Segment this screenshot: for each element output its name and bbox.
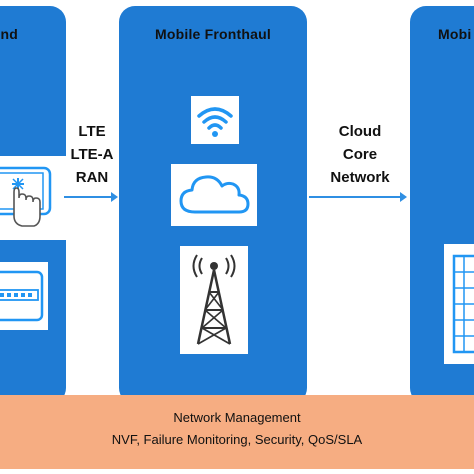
touch-tablet-icon [0, 156, 66, 240]
mobile-fronthaul-column: Mobile Fronthaul [119, 6, 307, 404]
right-column: Mobi [410, 6, 474, 404]
network-management-title: Network Management [173, 410, 301, 425]
cloud-label-line-2: Core [342, 146, 378, 163]
network-management-subtitle: NVF, Failure Monitoring, Security, QoS/S… [111, 432, 363, 447]
network-management-bar: Network Management NVF, Failure Monitori… [0, 395, 474, 469]
cloud-label-line-3: Network [330, 169, 390, 186]
cloud-core-connector-label: Cloud Core Network [312, 120, 408, 189]
ran-connector-label: LTE LTE-A RAN [66, 120, 118, 189]
right-column-title: Mobi [438, 26, 472, 42]
building-icon [444, 244, 474, 364]
wifi-icon [191, 96, 239, 144]
cloud-label-line-1: Cloud [338, 123, 382, 140]
left-column: nd [0, 6, 66, 404]
server-rack-icon [0, 262, 48, 330]
cloud-icon [171, 164, 257, 226]
cloud-core-arrow [309, 192, 407, 202]
ran-label-line-2: LTE-A [70, 146, 114, 163]
left-column-title: nd [0, 26, 18, 42]
mobile-fronthaul-title: Mobile Fronthaul [155, 26, 271, 42]
ran-label-line-1: LTE [78, 123, 106, 140]
ran-label-line-3: RAN [75, 169, 109, 186]
ran-arrow [64, 192, 118, 202]
cell-tower-icon [180, 246, 248, 354]
